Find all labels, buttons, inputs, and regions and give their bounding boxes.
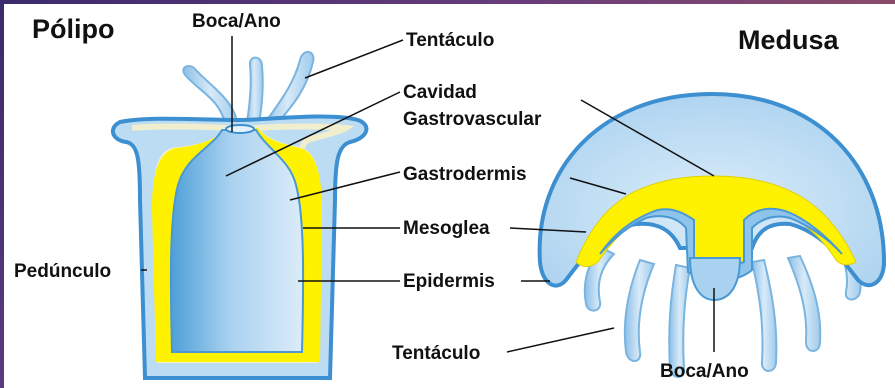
medusa-mouth-label: Boca/Ano [660,362,749,381]
stalk-label: Pedúnculo [14,262,111,281]
polyp-mouth-label: Boca/Ano [192,12,281,31]
medusa-tentacle-label: Tentáculo [392,344,480,363]
medusa-title: Medusa [738,27,839,54]
tentacle-label-top: Tentáculo [406,31,494,50]
polyp-diagram [113,52,367,378]
polyp-gastrovascular-cavity [171,130,303,352]
cavity-label-line1: Cavidad [403,83,477,102]
mesoglea-label: Mesoglea [403,219,490,238]
epidermis-label: Epidermis [403,272,495,291]
polyp-title: Pólipo [32,16,115,43]
medusa-diagram [540,94,884,377]
gastrodermis-label: Gastrodermis [403,165,527,184]
cavity-label-line2: Gastrovascular [403,110,541,129]
